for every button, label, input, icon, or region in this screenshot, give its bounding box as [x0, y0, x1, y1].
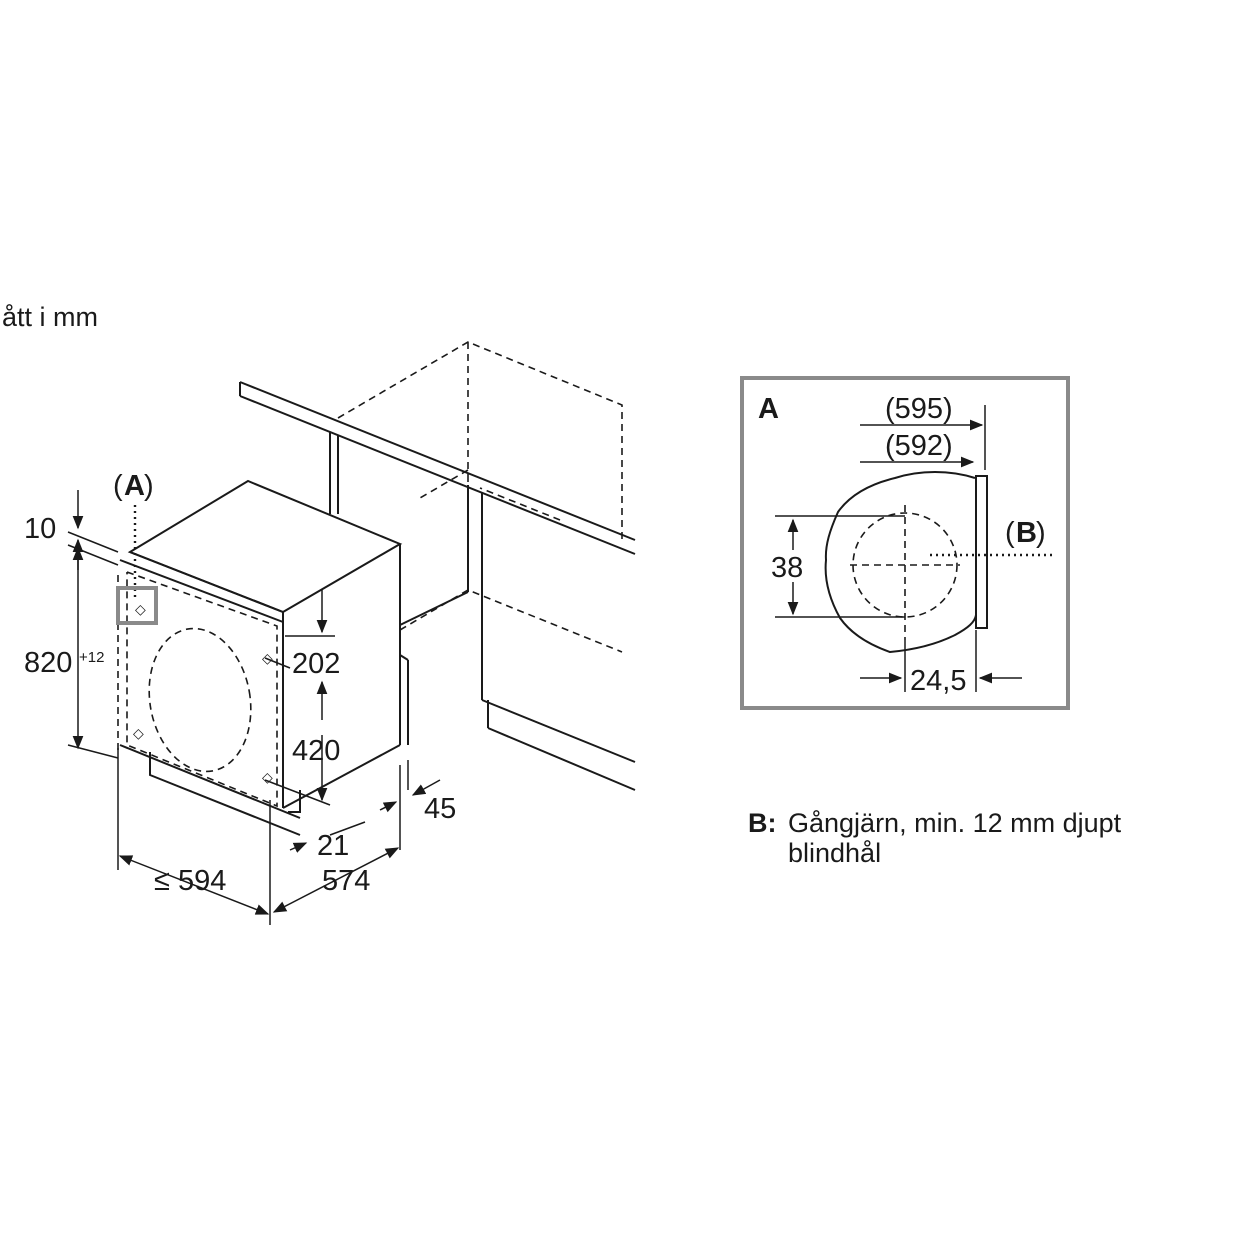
dim-door-offset: 21: [289, 821, 366, 862]
dim-height-value: 820: [24, 647, 72, 679]
note-line-2: blindhål: [788, 838, 881, 868]
caption-units: ått i mm: [2, 302, 98, 332]
note-line-1: Gångjärn, min. 12 mm djupt: [788, 808, 1122, 838]
svg-text:): ): [1036, 517, 1046, 549]
svg-text:(: (: [1005, 517, 1015, 549]
callout-a: ( A ): [113, 470, 158, 625]
detail-a-title: A: [758, 393, 779, 425]
machine-body: [119, 479, 409, 809]
niche-outline: [337, 341, 623, 653]
dim-depth: 574: [272, 847, 400, 913]
front-door: ◇ ◇ ◇ ◇: [117, 571, 278, 808]
svg-text:◇: ◇: [262, 769, 273, 785]
dim-hinge-spacing-value: 420: [292, 735, 340, 767]
adjacent-cabinet: [399, 485, 636, 791]
dim-door-offset-value: 21: [317, 830, 349, 862]
dim-38-value: 38: [771, 552, 803, 584]
dim-hinge-top-value: 202: [292, 648, 340, 680]
dim-width: ≤ 594: [117, 748, 271, 925]
svg-text:(: (: [113, 470, 123, 502]
dim-595-value: (595): [885, 393, 953, 425]
dim-top-gap: 10: [24, 490, 119, 570]
callout-a-box: [116, 586, 158, 625]
hinge-hole-circle: [852, 512, 958, 618]
dim-plinth-depth: 45: [379, 760, 456, 850]
dim-24-5-value: 24,5: [910, 665, 966, 697]
svg-text:◇: ◇: [262, 650, 273, 666]
svg-text:): ): [144, 470, 154, 502]
svg-text:◇: ◇: [135, 601, 146, 617]
svg-text:◇: ◇: [133, 725, 144, 741]
dim-width-value: ≤ 594: [154, 865, 226, 897]
dim-top-gap-value: 10: [24, 513, 56, 545]
dim-plinth-depth-value: 45: [424, 793, 456, 825]
main-view: ◇ ◇ ◇ ◇ ( A ) 10: [24, 341, 636, 925]
cutaway-outline: [824, 471, 977, 654]
dim-depth-value: 574: [322, 865, 370, 897]
callout-a-label: A: [124, 470, 145, 502]
dim-hinge-spacing: 420: [264, 735, 340, 806]
dim-height-tolerance: +12: [79, 649, 104, 666]
dim-592-value: (592): [885, 430, 953, 462]
dim-height: 820 +12: [24, 546, 119, 759]
callout-b-label: B: [1016, 517, 1037, 549]
note-b: B: Gångjärn, min. 12 mm djupt blindhål: [748, 808, 1122, 868]
detail-a-panel: A (595) (592) ( B ) 38 24,5: [740, 376, 1070, 710]
dim-hinge-top: 202: [264, 590, 340, 720]
counter-top: [239, 381, 636, 555]
note-key: B:: [748, 808, 777, 838]
plinth: [119, 744, 301, 836]
